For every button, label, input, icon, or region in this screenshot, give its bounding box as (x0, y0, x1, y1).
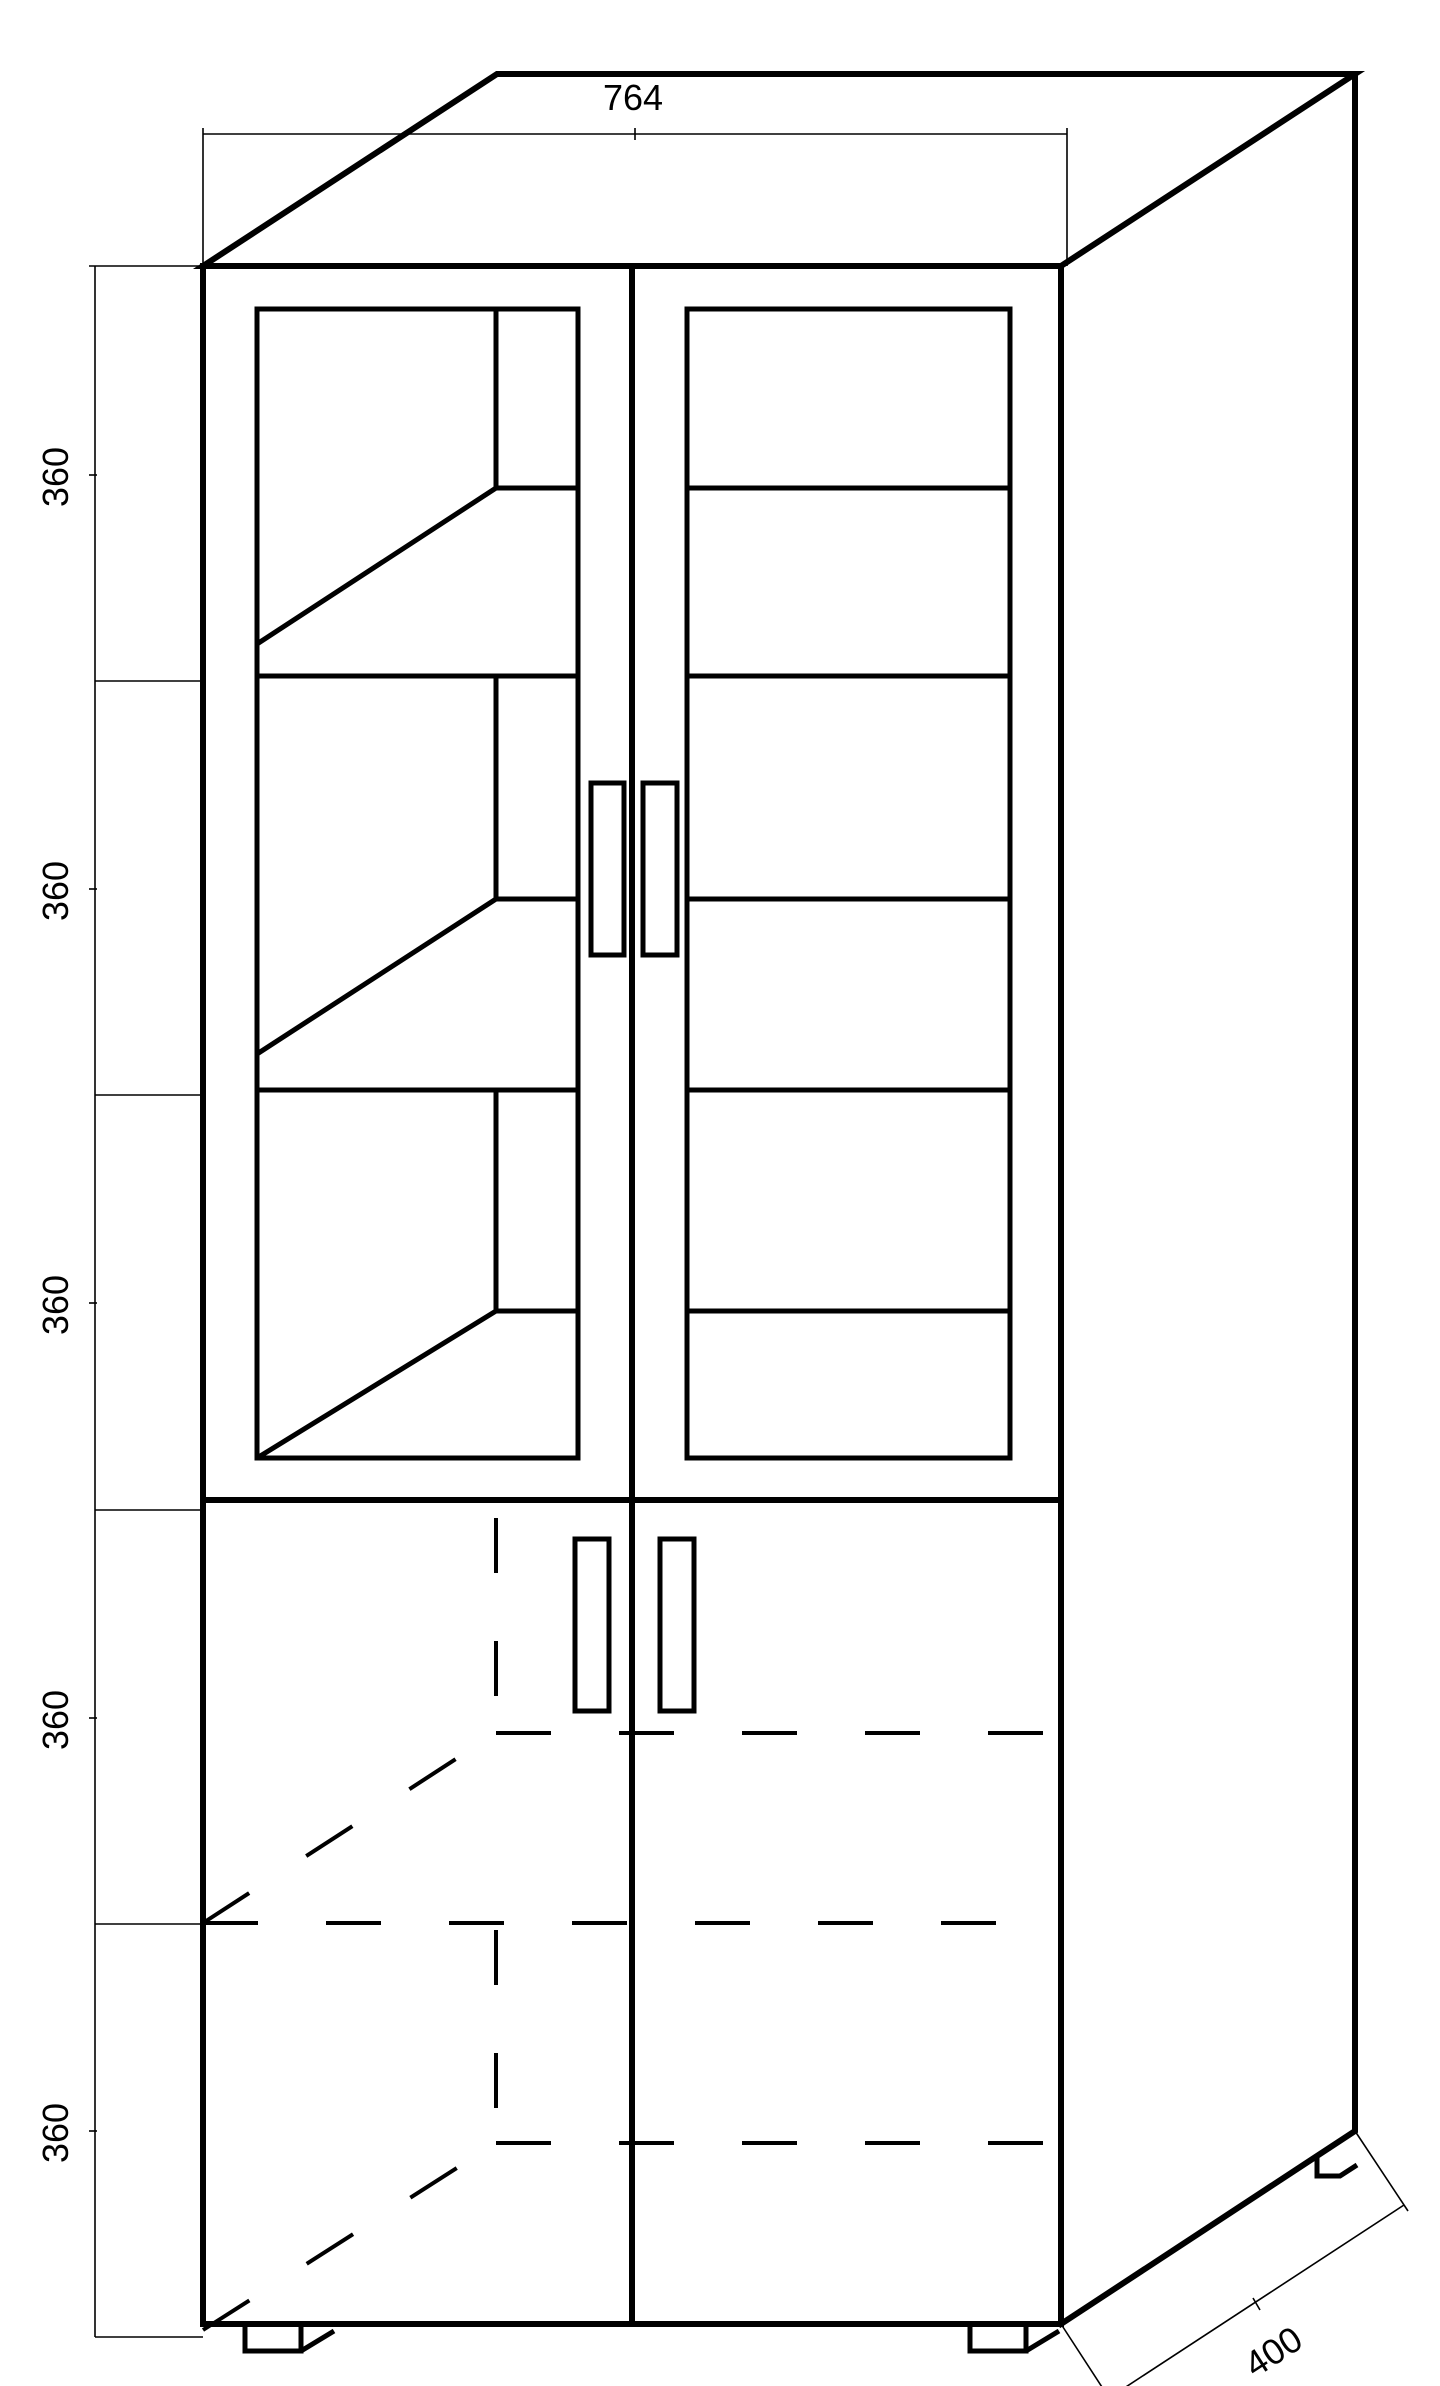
depth-label: 400 (1237, 2318, 1310, 2385)
width-dimension: 764 (202, 77, 1068, 266)
depth-tick (1252, 2297, 1261, 2311)
upper-right-handle (640, 780, 680, 958)
height-label-3: 360 (35, 1275, 76, 1335)
hidden-lower-shelves (201, 1518, 1061, 2332)
left-shelf-5-diag (255, 1308, 498, 1461)
foot-front-left (242, 2324, 304, 2354)
foot-front-right (967, 2324, 1029, 2354)
right-glass-door (684, 306, 1013, 1461)
top-face (192, 71, 1366, 269)
left-glass-frame (254, 306, 581, 1461)
height-label-1: 360 (35, 447, 76, 507)
side-face (1056, 71, 1358, 2329)
foot-front-right-side (1024, 2328, 1061, 2354)
height-dimensions: 360 360 360 360 360 (35, 265, 203, 2338)
height-label-5: 360 (35, 2103, 76, 2163)
width-label: 764 (603, 77, 663, 118)
lower-right-handle (657, 1536, 697, 1714)
upper-left-handle (588, 780, 627, 958)
left-shelf-1-diag (255, 485, 498, 647)
lower-left-handle (572, 1536, 612, 1714)
depth-dim-line (1125, 2204, 1405, 2386)
door-handles (572, 780, 697, 1714)
hidden-shelf-3-diag (201, 2141, 498, 2332)
right-glass-frame (684, 306, 1013, 1461)
foot-back-right (1314, 2158, 1359, 2179)
left-shelf-3-diag (255, 896, 498, 1057)
cabinet-feet (242, 2158, 1359, 2354)
depth-dimension: 400 (1060, 2130, 1409, 2386)
height-label-2: 360 (35, 861, 76, 921)
depth-ext-back (1354, 2130, 1409, 2212)
cabinet-body (192, 71, 1366, 2329)
height-label-4: 360 (35, 1690, 76, 1750)
foot-front-left-side (299, 2328, 336, 2354)
left-glass-door (254, 306, 581, 1461)
hidden-shelf-1-diag (201, 1731, 498, 1925)
depth-ext-front (1060, 2323, 1103, 2386)
